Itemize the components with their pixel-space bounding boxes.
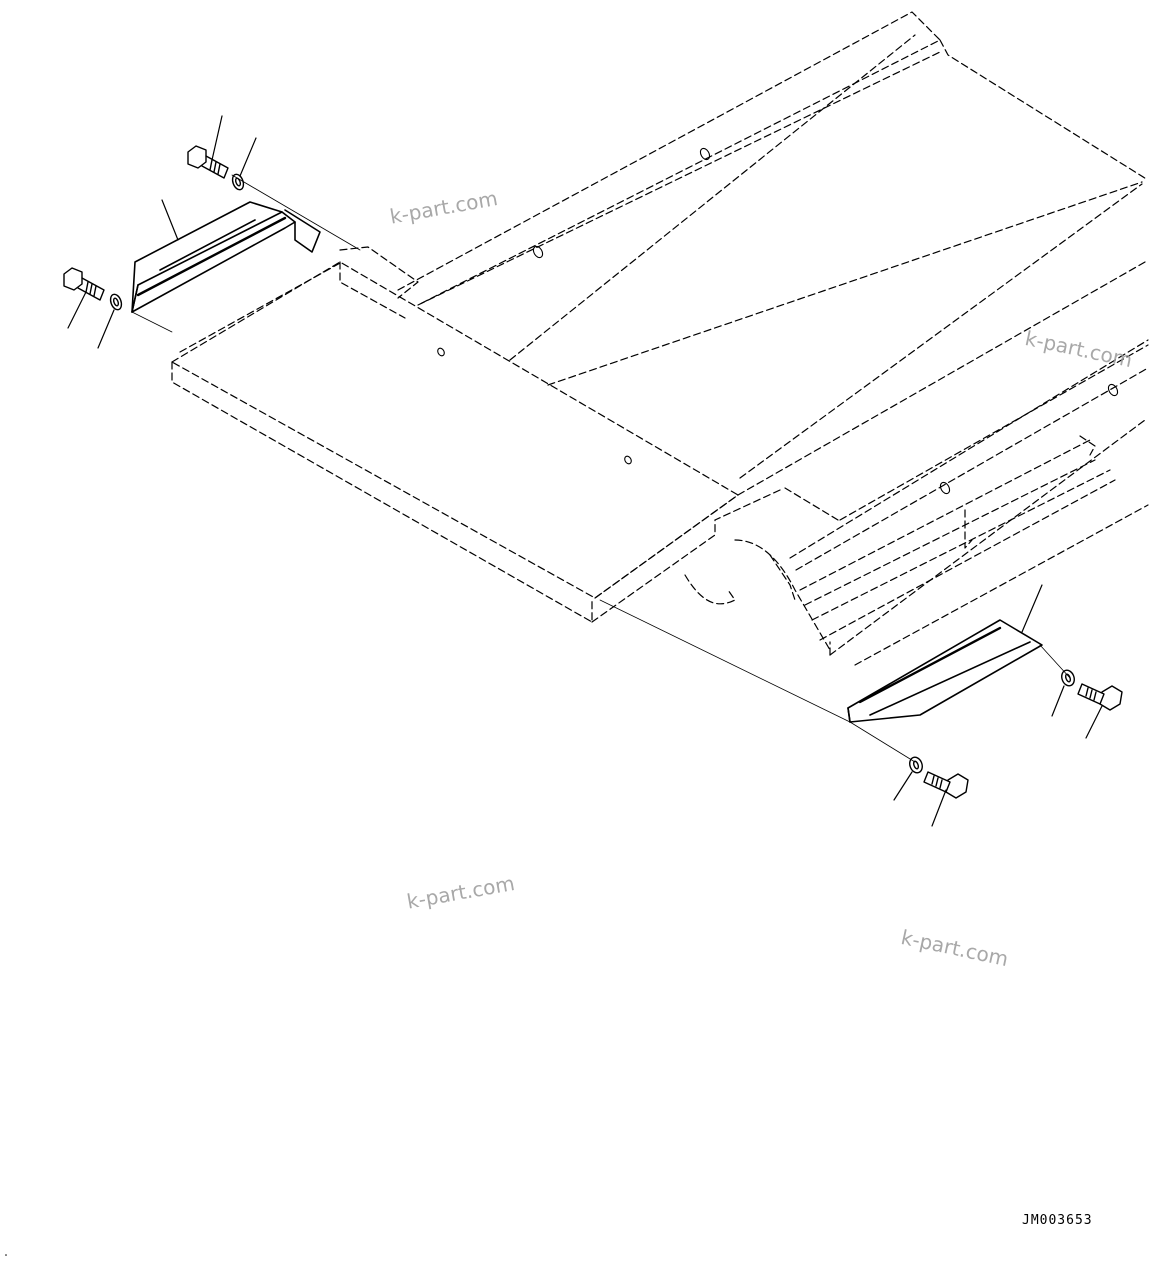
left-bracket <box>131 201 321 313</box>
bolt-icon <box>187 145 229 179</box>
assembly-lines <box>131 174 1071 763</box>
bolt-icon <box>1077 683 1123 711</box>
drawing-code: JM003653 <box>1022 1213 1093 1228</box>
washer-icon <box>109 293 123 311</box>
bolt-icon <box>63 267 105 301</box>
washer-icon <box>909 756 923 774</box>
frame-outline <box>171 11 1149 666</box>
washer-icon <box>231 173 245 191</box>
right-bracket <box>847 619 1043 723</box>
frame-holes <box>437 147 1119 495</box>
washer-icon <box>1061 669 1075 687</box>
bolt-icon <box>923 771 969 799</box>
leader-lines <box>67 115 1103 827</box>
